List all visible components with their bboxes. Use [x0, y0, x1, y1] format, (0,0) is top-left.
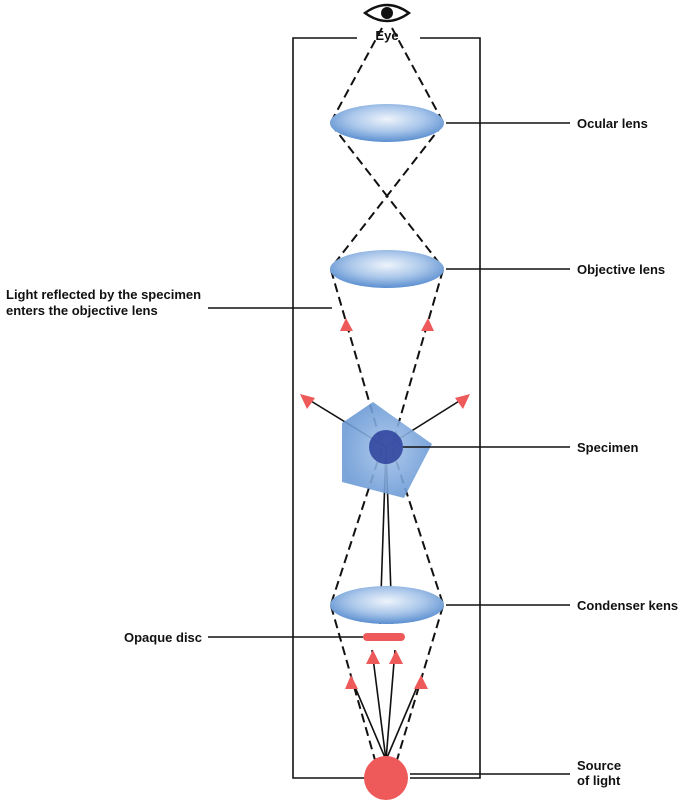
arrow-up-icon — [414, 675, 428, 689]
reflected-light-label-line2: enters the objective lens — [6, 303, 158, 318]
arrow-up-icon — [340, 318, 353, 331]
source-label-line1: Source — [577, 758, 621, 773]
opaque-disc-label: Opaque disc — [124, 630, 202, 645]
ocular-lens-label: Ocular lens — [577, 116, 648, 131]
opaque-disc — [363, 633, 405, 641]
arrow-diagonal-icon — [300, 394, 315, 409]
source-rays — [351, 649, 421, 761]
arrow-diagonal-icon — [455, 394, 470, 409]
eye-label: Eye — [375, 28, 398, 43]
source-label-line2: of light — [577, 773, 621, 788]
reflected-light-label-line1: Light reflected by the specimen — [6, 287, 201, 302]
eye-icon — [362, 3, 412, 23]
ocular-lens — [330, 104, 444, 142]
specimen-core — [369, 430, 403, 464]
arrow-up-icon — [421, 318, 434, 331]
specimen — [342, 402, 432, 498]
light-source — [364, 756, 408, 800]
objective-lens — [330, 250, 444, 288]
leader-lines — [208, 122, 570, 775]
red-arrows — [300, 318, 470, 689]
condenser-lens-label: Condenser kens — [577, 598, 678, 613]
condenser-lens — [330, 586, 444, 624]
light-paths — [330, 27, 444, 761]
specimen-label: Specimen — [577, 440, 638, 455]
objective-lens-label: Objective lens — [577, 262, 665, 277]
arrow-up-icon — [389, 650, 403, 664]
arrow-up-icon — [366, 650, 380, 664]
arrow-up-icon — [345, 675, 358, 689]
microscope-frame — [292, 37, 481, 779]
